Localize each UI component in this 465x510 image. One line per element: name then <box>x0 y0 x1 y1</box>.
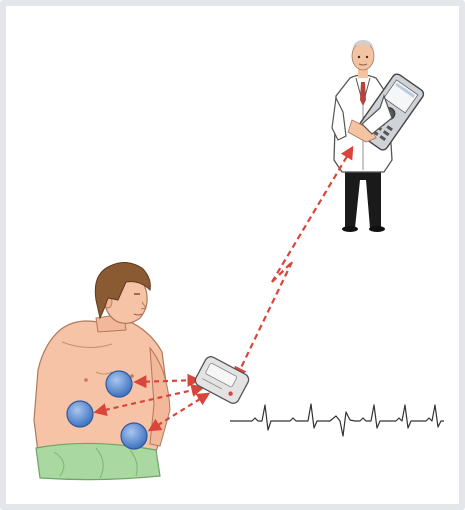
ecg-trace-icon <box>230 404 444 436</box>
wireless-link-arrow <box>236 148 352 378</box>
wireless-ecg-monitor-icon <box>193 355 250 406</box>
patient-icon <box>34 262 170 479</box>
